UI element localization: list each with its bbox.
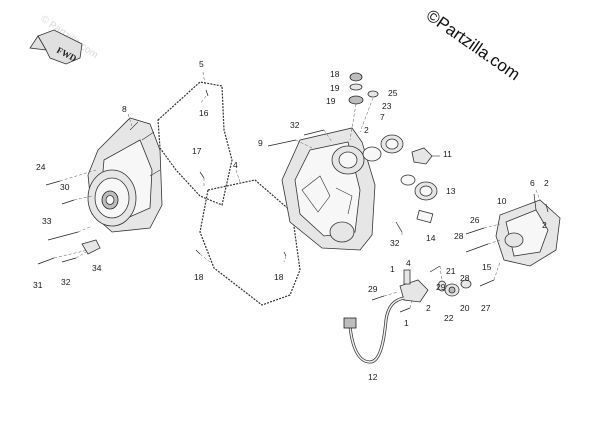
part-label: 10 [497,196,507,206]
part-label: 32 [61,277,71,287]
cover-gasket-lower [199,179,301,306]
fwd-direction-arrow-icon: FWD [29,29,83,65]
cap-and-seal-stack [348,72,379,141]
oil-seal [380,134,404,154]
right-crankcase-cover [281,127,376,251]
part-label: 28 [454,231,464,241]
part-label: 2 [364,125,369,135]
part-label: 21 [446,266,456,276]
part-label: 17 [192,146,202,156]
warning-label-plate [416,209,434,224]
part-number-labels: 18 19 19 25 23 7 2 32 9 5 8 16 17 4 11 1… [33,59,549,382]
part-label: 23 [382,101,392,111]
bolts [37,89,549,313]
part-label: 2 [544,178,549,188]
part-label: 2 [426,303,431,313]
part-label: 20 [460,303,470,313]
part-label: 34 [92,263,102,273]
o-ring-seal [362,146,382,162]
part-label: 1 [390,264,395,274]
part-label: 25 [388,88,398,98]
part-label: 24 [36,162,46,172]
part-label: 28 [460,273,470,283]
part-label: 27 [481,303,491,313]
part-label: 13 [446,186,456,196]
part-label: 22 [444,313,454,323]
seal-ring [400,174,416,186]
part-label: 12 [368,372,378,382]
part-label: 9 [258,138,263,148]
sensor-bracket [399,269,429,303]
small-elbow-fitting [81,239,101,255]
part-label: 18 [330,69,340,79]
sensor-wire-harness [343,296,405,364]
part-label: 5 [199,59,204,69]
part-label: 32 [390,238,400,248]
part-label: 29 [436,282,446,292]
part-label: 11 [443,149,452,159]
part-label: 19 [326,96,336,106]
left-crankcase-cover [87,117,163,233]
pump-cover [495,199,561,267]
part-label: 8 [122,104,127,114]
leader-lines [53,95,501,309]
part-label: 4 [233,160,238,170]
copyright-watermark: ©Partzilla.com [423,6,524,85]
part-label: 15 [482,262,492,272]
impeller-assembly [437,279,472,297]
part-label: 18 [194,272,204,282]
oil-fitting [411,147,440,165]
part-label: 26 [470,215,480,225]
part-label: 2 [542,220,547,230]
part-label: 16 [199,108,209,118]
part-label: 29 [368,284,378,294]
part-label: 30 [60,182,70,192]
large-seal [414,181,438,201]
part-label: 1 [404,318,409,328]
cover-gasket-upper [157,81,233,206]
part-label: 19 [330,83,340,93]
part-label: 7 [380,112,385,122]
part-label: 32 [290,120,300,130]
part-label: 14 [426,233,436,243]
part-label: 31 [33,280,43,290]
part-label: 6 [530,178,535,188]
part-label: 18 [274,272,284,282]
part-label: 4 [406,258,411,268]
part-label: 33 [42,216,52,226]
